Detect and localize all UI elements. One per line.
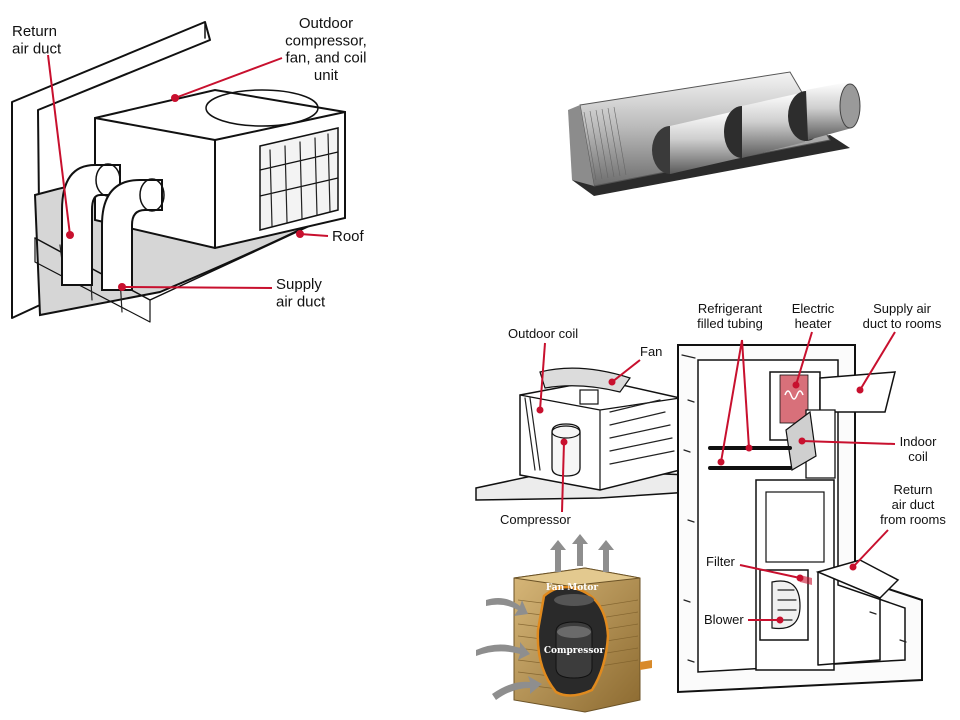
label-line: Filter: [706, 554, 736, 569]
label-line: Electric: [792, 301, 835, 316]
label-line: Return: [893, 482, 932, 497]
label-line: Outdoor coil: [508, 326, 578, 341]
label-line: Outdoor: [299, 15, 353, 32]
fan-coil-unit-photo: [568, 71, 861, 196]
label-line: Supply air: [873, 301, 931, 316]
label-blower: Blower: [704, 612, 744, 627]
label-line: Compressor: [544, 646, 605, 656]
label-line: heater: [795, 316, 833, 331]
label-line: Compressor: [500, 512, 571, 527]
label-line: Refrigerant: [698, 301, 763, 316]
rooftop-unit-illustration: [11, 21, 346, 323]
label-line: Supply: [276, 276, 322, 293]
label-outdoor-coil: Outdoor coil: [508, 326, 578, 341]
label-line: compressor,: [285, 32, 367, 49]
label-line: Return: [12, 23, 57, 40]
indoor-air-handler-illustration: [677, 331, 923, 694]
label-line: Fan Motor: [546, 583, 599, 593]
label-fan-motor: Fan Motor: [546, 583, 599, 593]
label-compressor: Compressor: [500, 512, 571, 527]
outdoor-condenser-illustration: [475, 342, 691, 513]
label-line: fan, and coil: [286, 50, 367, 67]
label-line: filled tubing: [697, 316, 763, 331]
label-line: air duct: [276, 293, 326, 310]
label-line: Indoor: [900, 434, 938, 449]
label-line: air duct: [892, 497, 935, 512]
label-cutaway-compressor: Compressor: [544, 646, 605, 656]
cutaway-condenser-illustration: [476, 534, 652, 713]
label-line: coil: [908, 449, 928, 464]
label-line: duct to rooms: [863, 316, 942, 331]
label-line: Blower: [704, 612, 744, 627]
label-line: air duct: [12, 40, 62, 57]
label-filter: Filter: [706, 554, 736, 569]
label-line: from rooms: [880, 512, 946, 527]
label-line: Roof: [332, 228, 365, 245]
label-fan: Fan: [640, 344, 662, 359]
label-line: unit: [314, 67, 339, 84]
label-line: Fan: [640, 344, 662, 359]
label-roof: Roof: [332, 228, 365, 245]
